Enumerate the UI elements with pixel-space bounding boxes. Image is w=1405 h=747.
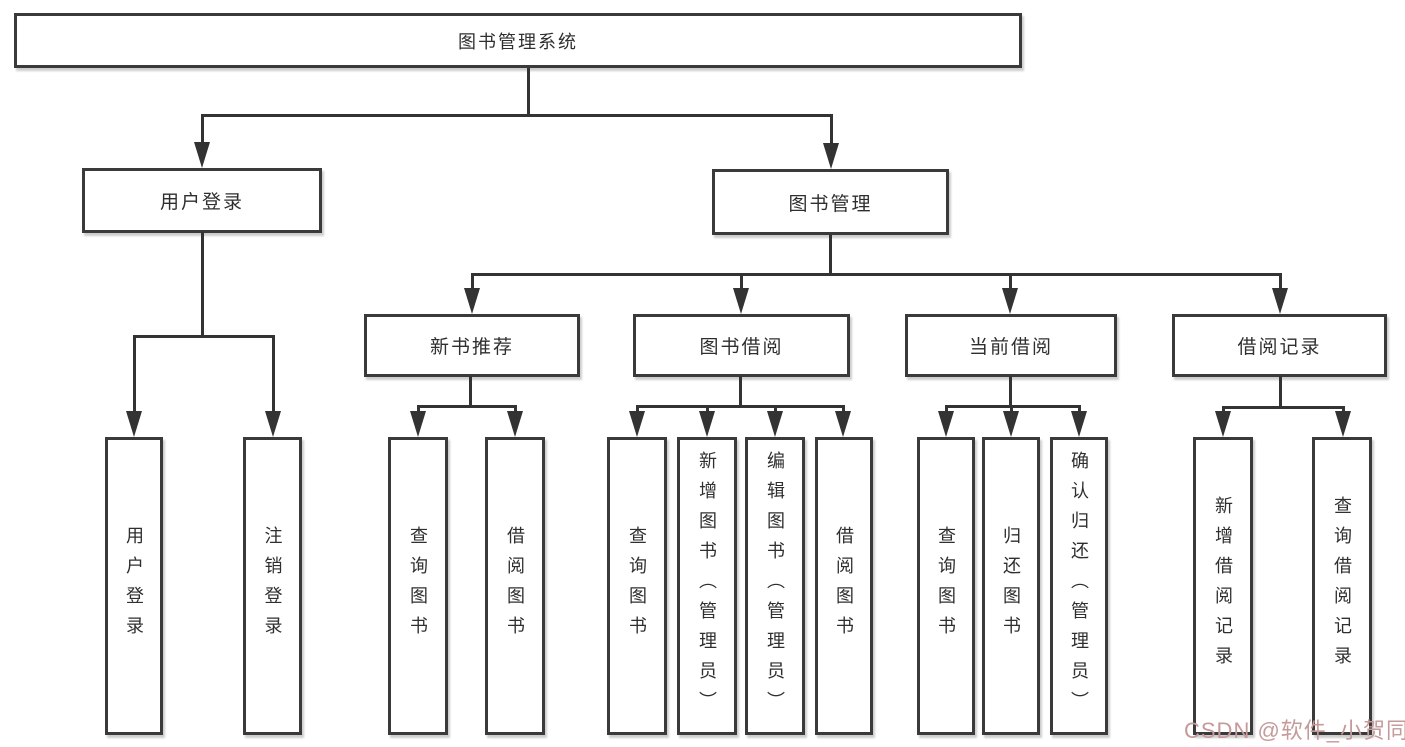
connector-line	[1342, 406, 1345, 415]
leaf-confirm-return-admin: 确认归还（管理员）	[1050, 437, 1108, 735]
leaf-query-books: 查询图书	[607, 437, 667, 735]
arrow-down-icon	[938, 411, 954, 437]
connector-line	[1279, 274, 1282, 290]
connector-line	[1222, 406, 1225, 415]
arrow-down-icon	[1215, 411, 1231, 437]
arrow-down-icon	[265, 411, 281, 437]
connector-line	[471, 273, 1282, 276]
arrow-down-icon	[194, 142, 210, 168]
leaf-query-borrow-record: 查询借阅记录	[1312, 437, 1372, 735]
connector-line	[706, 405, 709, 415]
connector-line	[527, 68, 530, 116]
leaf-label: 借阅图书	[505, 526, 525, 646]
connector-line	[830, 115, 833, 147]
arrow-down-icon	[507, 411, 523, 437]
leaf-logout: 注销登录	[243, 437, 302, 735]
connector-line	[842, 405, 845, 415]
leaf-label: 查询图书	[627, 526, 647, 646]
leaf-label: 确认归还（管理员）	[1069, 451, 1089, 721]
leaf-borrow-books: 借阅图书	[485, 437, 545, 735]
node-book-management: 图书管理	[712, 169, 949, 235]
arrow-down-icon	[1002, 288, 1018, 314]
node-new-book-recommend: 新书推荐	[364, 314, 580, 377]
arrow-down-icon	[410, 411, 426, 437]
arrow-down-icon	[699, 411, 715, 437]
connector-line	[201, 115, 204, 147]
connector-line	[469, 376, 472, 408]
connector-line	[945, 405, 948, 415]
connector-line	[471, 274, 474, 290]
connector-line	[636, 405, 639, 415]
connector-line	[1010, 405, 1013, 415]
leaf-label: 新增借阅记录	[1213, 496, 1233, 676]
node-root: 图书管理系统	[14, 13, 1022, 68]
arrow-down-icon	[1272, 288, 1288, 314]
arrow-down-icon	[1335, 411, 1351, 437]
arrow-down-icon	[733, 288, 749, 314]
arrow-down-icon	[464, 288, 480, 314]
connector-line	[740, 274, 743, 290]
watermark: CSDN @软件_小贺同学	[1184, 718, 1405, 743]
node-current-borrowing: 当前借阅	[905, 314, 1117, 377]
leaf-return-books: 归还图书	[982, 437, 1040, 735]
connector-line	[417, 405, 420, 415]
connector-line	[636, 405, 845, 408]
leaf-label: 借阅图书	[834, 526, 854, 646]
leaf-user-login: 用户登录	[105, 437, 163, 735]
connector-line	[272, 336, 275, 414]
connector-line	[514, 405, 517, 415]
connector-line	[829, 234, 832, 276]
leaf-label: 新增图书（管理员）	[697, 451, 717, 721]
node-label: 图书管理	[788, 193, 873, 215]
connector-line	[1222, 406, 1345, 409]
connector-line	[133, 336, 136, 414]
connector-line	[739, 376, 742, 408]
arrow-down-icon	[126, 411, 142, 437]
arrow-down-icon	[1071, 411, 1087, 437]
leaf-add-borrow-record: 新增借阅记录	[1193, 437, 1253, 735]
leaf-label: 编辑图书（管理员）	[765, 451, 785, 721]
connector-line	[774, 405, 777, 415]
leaf-label: 用户登录	[124, 526, 144, 646]
arrow-down-icon	[823, 143, 839, 169]
leaf-label: 查询图书	[936, 526, 956, 646]
node-borrow-records: 借阅记录	[1172, 314, 1387, 377]
node-label: 当前借阅	[968, 337, 1053, 358]
node-user-login-group: 用户登录	[82, 168, 322, 233]
node-book-borrowing: 图书借阅	[633, 314, 850, 377]
leaf-edit-books-admin: 编辑图书（管理员）	[745, 437, 805, 735]
leaf-label: 查询图书	[408, 526, 428, 646]
leaf-label: 查询借阅记录	[1332, 496, 1352, 676]
leaf-query-books: 查询图书	[917, 437, 975, 735]
node-label: 用户登录	[159, 192, 244, 213]
connector-line	[1078, 405, 1081, 415]
connector-line	[1009, 376, 1012, 408]
connector-line	[945, 405, 1081, 408]
node-label: 图书借阅	[699, 337, 784, 358]
leaf-query-books: 查询图书	[388, 437, 448, 735]
arrow-down-icon	[767, 411, 783, 437]
node-label: 借阅记录	[1237, 337, 1322, 358]
leaf-borrow-books: 借阅图书	[815, 437, 873, 735]
connector-line	[201, 232, 204, 338]
leaf-label: 归还图书	[1001, 526, 1021, 646]
arrow-down-icon	[629, 411, 645, 437]
arrow-down-icon	[1003, 411, 1019, 437]
leaf-add-books-admin: 新增图书（管理员）	[677, 437, 737, 735]
connector-line	[1009, 274, 1012, 290]
arrow-down-icon	[835, 411, 851, 437]
leaf-label: 注销登录	[262, 526, 283, 646]
node-label: 新书推荐	[429, 337, 514, 358]
connector-line	[1279, 376, 1282, 409]
connector-line	[133, 335, 275, 338]
connector-line	[201, 114, 833, 117]
connector-line	[417, 405, 517, 408]
node-root-label: 图书管理系统	[458, 31, 578, 52]
